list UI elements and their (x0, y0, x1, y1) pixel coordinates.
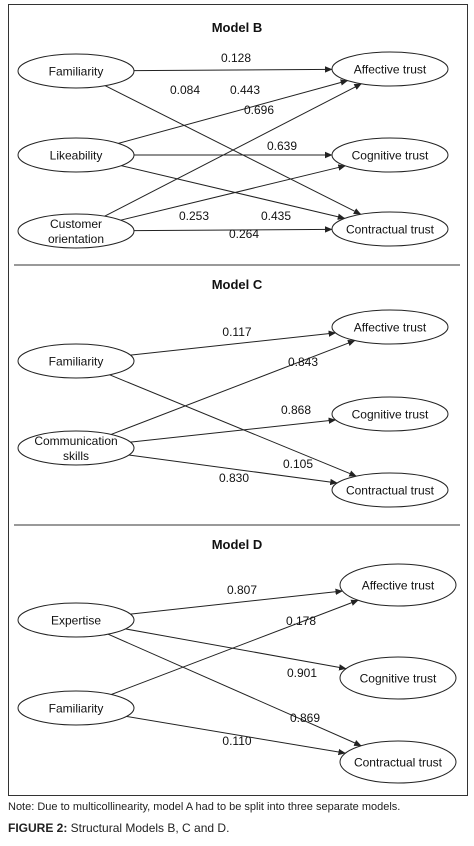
path-arrow-cus-cog (120, 164, 346, 221)
source-ellipse (17, 602, 135, 638)
path-coefficient: 0.830 (219, 471, 249, 485)
target-node-cog: Cognitive trust (339, 656, 457, 700)
path-arrow-exp-cog (125, 628, 347, 671)
source-label: Customer (50, 217, 102, 231)
source-label: Familiarity (49, 65, 104, 79)
target-node-aff: Affective trust (331, 51, 449, 87)
target-label: Contractual trust (354, 756, 443, 770)
path-coefficient: 0.639 (267, 139, 297, 153)
path-arrows (104, 66, 362, 233)
target-node-cog: Cognitive trust (331, 137, 449, 173)
target-node-con: Contractual trust (339, 740, 457, 784)
figure-caption: FIGURE 2: Structural Models B, C and D. (8, 821, 229, 835)
path-arrow-cus-con (133, 226, 333, 233)
source-ellipse (17, 137, 135, 173)
target-label: Affective trust (362, 579, 435, 593)
source-label: Likeability (50, 149, 103, 163)
path-coefficient: 0.253 (179, 209, 209, 223)
path-coefficient: 0.869 (290, 711, 320, 725)
source-ellipse (17, 690, 135, 726)
target-node-cog: Cognitive trust (331, 396, 449, 432)
path-arrow-fam-con (126, 715, 346, 756)
target-node-aff: Affective trust (339, 563, 457, 607)
source-ellipse (17, 430, 135, 466)
path-coefficient: 0.443 (230, 83, 260, 97)
path-coefficient: 0.696 (244, 103, 274, 117)
path-arrow-fam-con (109, 374, 357, 477)
target-ellipse (339, 563, 457, 607)
target-ellipse (331, 211, 449, 247)
path-coefficient: 0.178 (286, 614, 316, 628)
figure-frame (8, 4, 468, 796)
path-arrow-lik-aff (118, 79, 349, 144)
path-arrow-exp-con (107, 633, 362, 747)
source-label: Communication (34, 434, 117, 448)
target-label: Contractual trust (346, 223, 435, 237)
path-arrow-com-aff (110, 340, 356, 435)
source-label: Expertise (51, 614, 101, 628)
path-arrows (107, 588, 362, 756)
model-1: Model B FamiliarityLikeabilityCustomerori… (17, 20, 449, 249)
target-label: Cognitive trust (360, 672, 437, 686)
path-coefficient: 0.110 (222, 734, 251, 748)
source-node-fam: Familiarity (17, 690, 135, 726)
model-title: Model D (212, 537, 263, 552)
path-coefficient: 0.128 (221, 51, 251, 65)
path-arrow-lik-con (121, 165, 346, 220)
path-coefficient: 0.084 (170, 83, 200, 97)
path-arrow-fam-aff (130, 330, 337, 356)
caption-label: FIGURE 2: (8, 821, 68, 835)
target-label: Cognitive trust (352, 149, 429, 163)
target-label: Affective trust (354, 63, 427, 77)
target-node-aff: Affective trust (331, 309, 449, 345)
source-ellipse (17, 343, 135, 379)
source-label: Familiarity (49, 702, 104, 716)
path-coefficient: 0.901 (287, 666, 317, 680)
model-title: Model C (212, 277, 263, 292)
target-ellipse (331, 51, 449, 87)
model-title: Model B (212, 20, 263, 35)
path-arrows (109, 330, 357, 486)
source-ellipse (17, 213, 135, 249)
path-coefficient: 0.807 (227, 583, 257, 597)
source-node-exp: Expertise (17, 602, 135, 638)
source-label: Familiarity (49, 355, 104, 369)
source-label: orientation (48, 232, 104, 246)
target-label: Contractual trust (346, 484, 435, 498)
target-ellipse (331, 396, 449, 432)
target-label: Cognitive trust (352, 408, 429, 422)
source-node-fam: Familiarity (17, 343, 135, 379)
target-ellipse (339, 656, 457, 700)
path-arrow-cus-aff (104, 83, 362, 217)
source-label: skills (63, 449, 89, 463)
target-ellipse (331, 309, 449, 345)
target-ellipse (331, 472, 449, 508)
target-label: Affective trust (354, 321, 427, 335)
caption-text: Structural Models B, C and D. (67, 821, 230, 835)
path-coefficient: 0.435 (261, 209, 291, 223)
path-coefficient: 0.117 (222, 325, 251, 339)
path-coefficient: 0.868 (281, 403, 311, 417)
path-arrow-com-con (128, 454, 338, 486)
path-coefficient: 0.843 (288, 355, 318, 369)
path-arrow-fam-aff (133, 66, 333, 73)
path-coefficient: 0.105 (283, 457, 313, 471)
target-ellipse (339, 740, 457, 784)
path-arrow-fam-aff (111, 599, 359, 695)
target-ellipse (331, 137, 449, 173)
path-coefficient: 0.264 (229, 227, 259, 241)
target-node-con: Contractual trust (331, 211, 449, 247)
source-node-lik: Likeability (17, 137, 135, 173)
path-arrow-exp-aff (130, 588, 343, 615)
target-node-con: Contractual trust (331, 472, 449, 508)
source-node-fam: Familiarity (17, 53, 135, 89)
figure-note: Note: Due to multicollinearity, model A … (8, 801, 401, 813)
source-ellipse (17, 53, 135, 89)
path-arrow-com-cog (130, 417, 337, 443)
